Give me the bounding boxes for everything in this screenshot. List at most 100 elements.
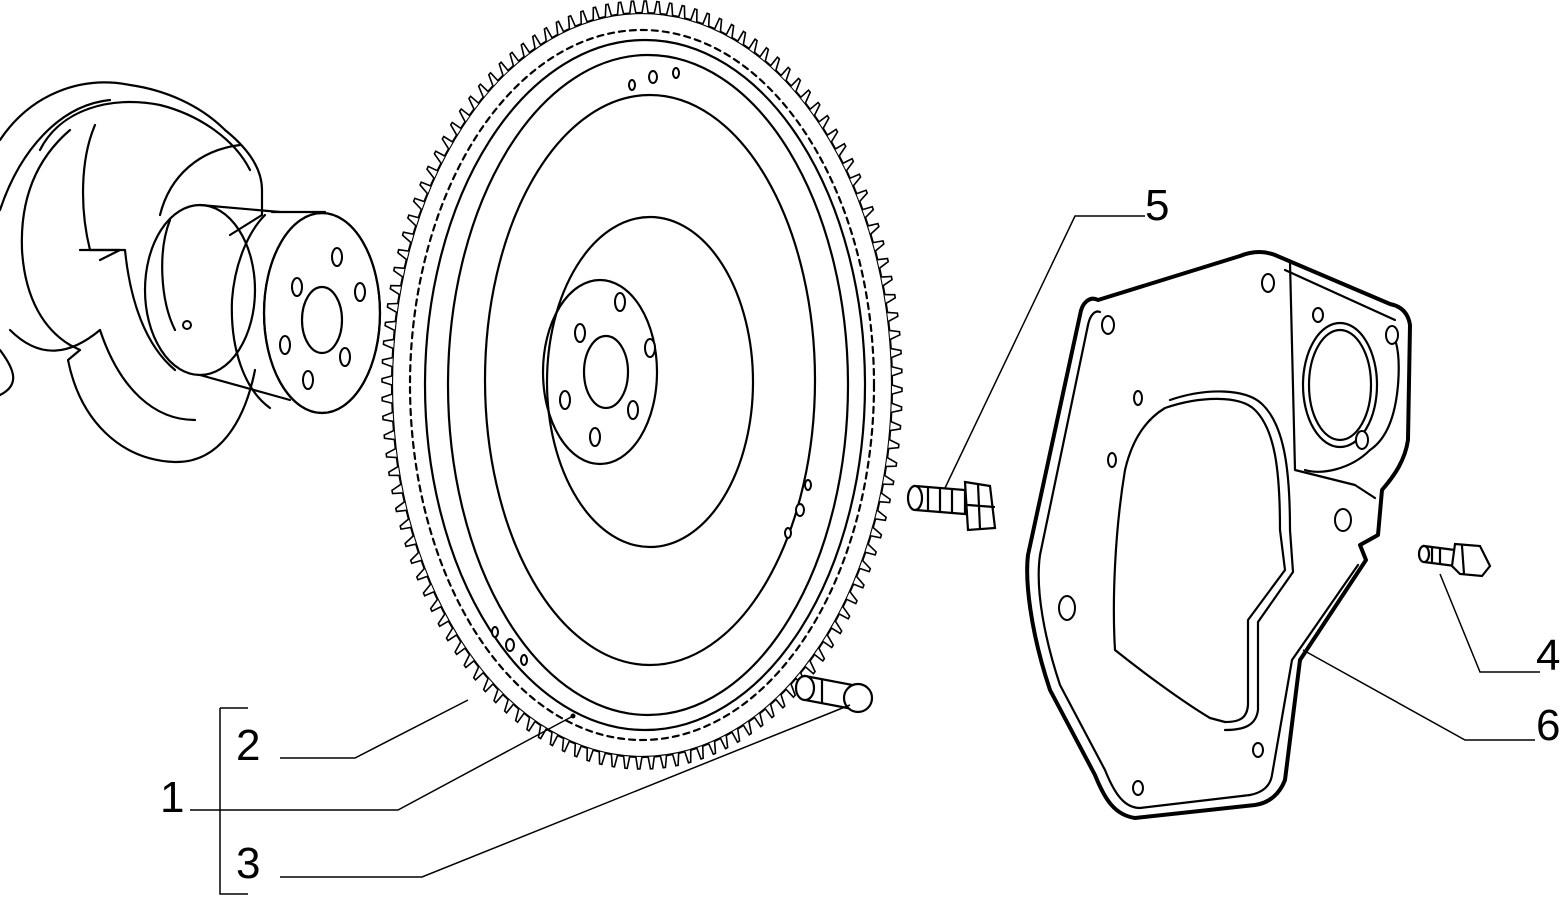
gear-tooth	[889, 329, 901, 341]
gear-tooth	[875, 509, 887, 522]
gear-tooth	[580, 10, 588, 25]
gear-tooth	[397, 248, 409, 261]
gear-tooth	[665, 2, 674, 16]
gear-tooth	[610, 754, 619, 768]
gear-tooth	[852, 575, 865, 589]
callout-4: 4	[1536, 631, 1561, 680]
gear-tooth	[769, 56, 781, 71]
gear-tooth	[387, 465, 400, 477]
gear-tooth	[382, 338, 395, 350]
gear-tooth	[885, 456, 898, 468]
gear-tooth	[865, 543, 878, 556]
gear-tooth	[509, 51, 520, 67]
gear-tooth	[785, 683, 797, 699]
leader-lines	[190, 215, 1540, 895]
gear-tooth	[454, 641, 466, 656]
dowel-pin-drawing	[794, 674, 874, 714]
gear-tooth	[748, 38, 758, 53]
ring-gear-teeth	[381, 0, 903, 770]
gear-tooth	[884, 293, 897, 305]
gear-tooth	[813, 647, 826, 663]
gear-tooth	[725, 23, 735, 39]
gear-tooth	[555, 20, 565, 35]
gear-tooth	[503, 699, 515, 714]
gear-tooth	[604, 3, 613, 18]
rear-plate-drawing	[1025, 250, 1412, 820]
gear-tooth	[830, 620, 843, 635]
gear-tooth	[383, 429, 395, 441]
gear-tooth	[384, 320, 396, 332]
gear-tooth	[441, 135, 454, 150]
gear-tooth	[498, 61, 509, 76]
gear-tooth	[635, 756, 643, 770]
gear-tooth	[653, 0, 662, 15]
gear-tooth	[842, 157, 855, 172]
gear-tooth	[561, 738, 571, 753]
gear-tooth	[381, 375, 393, 386]
gear-tooth	[426, 165, 438, 179]
gear-tooth	[392, 266, 405, 278]
gear-tooth	[753, 712, 764, 728]
callout-5: 5	[1145, 181, 1170, 230]
gear-tooth	[549, 731, 559, 747]
gear-tooth	[707, 740, 717, 756]
gear-tooth	[890, 347, 902, 359]
gear-tooth	[888, 438, 900, 450]
gear-tooth	[891, 365, 903, 377]
gear-tooth	[458, 107, 471, 123]
gear-tooth	[647, 756, 656, 770]
gear-tooth	[877, 257, 890, 269]
gear-tooth	[543, 26, 553, 42]
gear-tooth	[889, 420, 902, 432]
callout-1: 1	[160, 773, 185, 822]
gear-tooth	[849, 173, 862, 187]
gear-tooth	[870, 526, 883, 539]
gear-tooth	[404, 535, 417, 548]
gear-tooth	[677, 4, 686, 19]
gear-tooth	[394, 501, 407, 513]
gear-tooth	[736, 30, 747, 46]
gear-tooth	[818, 114, 830, 129]
gear-tooth	[381, 356, 393, 368]
gear-tooth	[856, 189, 869, 203]
gear-tooth	[382, 411, 394, 423]
gear-tooth	[449, 121, 462, 136]
gear-tooth	[586, 747, 594, 763]
gear-tooth	[412, 197, 425, 211]
gear-tooth	[826, 128, 839, 143]
gear-tooth	[406, 214, 419, 227]
gear-tooth	[628, 0, 637, 14]
gear-tooth	[846, 591, 858, 605]
gear-tooth	[696, 745, 704, 760]
gear-tooth	[567, 14, 577, 30]
gear-tooth	[702, 12, 711, 27]
bolt-4-drawing	[1417, 542, 1492, 578]
gear-tooth	[690, 7, 698, 23]
gear-tooth	[838, 606, 851, 620]
gear-tooth	[422, 583, 435, 597]
gear-tooth	[822, 634, 835, 649]
gear-tooth	[477, 83, 489, 98]
callout-2: 2	[236, 721, 261, 770]
gear-tooth	[493, 688, 504, 704]
gear-tooth	[891, 384, 903, 395]
gear-tooth	[659, 755, 668, 769]
gear-tooth	[399, 518, 412, 531]
gear-tooth	[790, 77, 802, 93]
bolt-5-drawing	[906, 480, 997, 532]
gear-tooth	[445, 627, 458, 642]
gear-tooth	[641, 0, 649, 14]
gear-tooth	[531, 34, 542, 49]
gear-tooth	[859, 559, 872, 573]
gear-tooth	[391, 483, 403, 495]
gear-tooth	[526, 717, 536, 732]
gear-tooth	[520, 42, 531, 58]
gear-tooth	[463, 654, 475, 669]
gear-tooth	[775, 694, 786, 709]
gear-tooth	[759, 46, 770, 62]
gear-tooth	[872, 239, 885, 252]
gear-tooth	[386, 302, 399, 314]
gear-tooth	[437, 613, 450, 628]
